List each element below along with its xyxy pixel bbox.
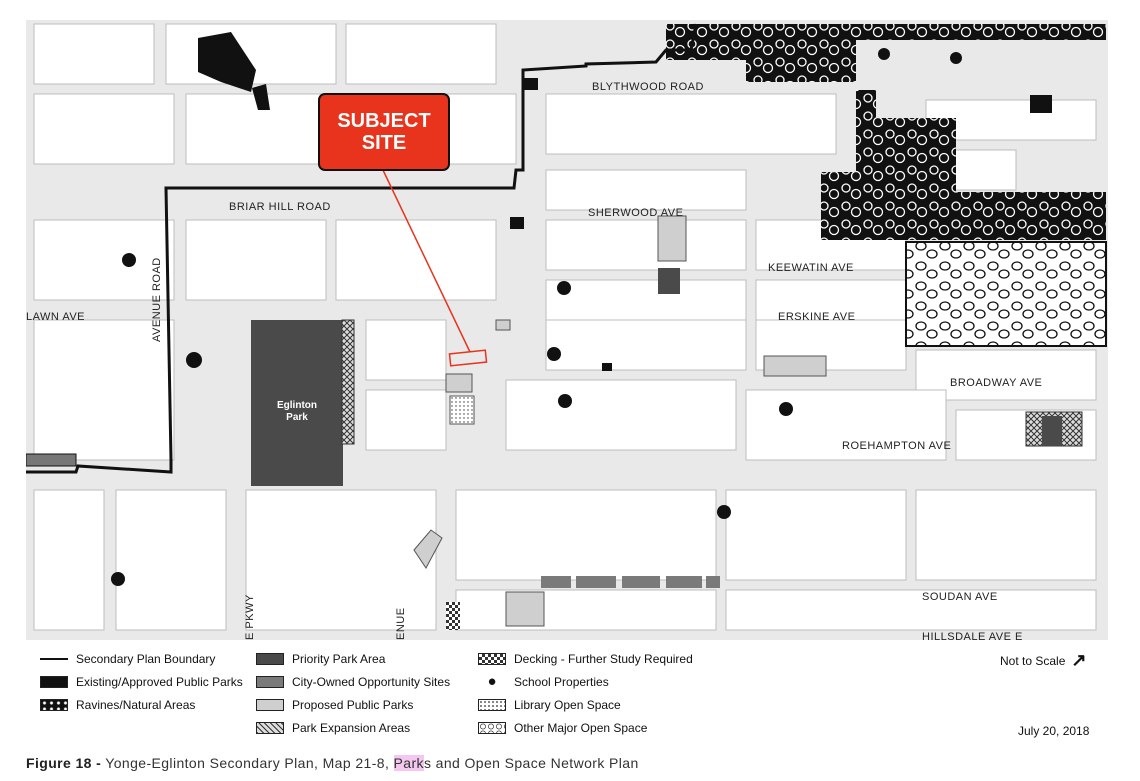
road-label-lawn: LAWN AVE [26,311,85,323]
park-black [522,78,538,90]
road-label-broadway: BROADWAY AVE [950,377,1042,389]
decking-area [446,602,460,630]
eglinton-park-label-2: Park [286,412,308,423]
black-swatch-icon [40,676,68,688]
park-black [602,363,612,371]
road-label-keewatin: KEEWATIN AVE [768,262,854,274]
legend-item: Proposed Public Parks [256,698,413,712]
road-label-sherwood: SHERWOOD AVE [588,207,683,219]
road-label-avenue-road: AVENUE ROAD [151,257,163,342]
north-arrow-icon: ↗ [1071,650,1087,670]
dotted-swatch-icon [478,699,506,711]
ravine-area [821,90,1106,240]
legend-item: Priority Park Area [256,652,385,666]
checker-swatch-icon [478,653,506,665]
proposed-park [495,319,511,331]
legend-item: Park Expansion Areas [256,721,410,735]
proposed-park [657,215,687,262]
legend-item: Library Open Space [478,698,621,712]
school-icons [111,48,962,586]
callout-leader [381,167,471,353]
road-label-pkwy: E PKWY [244,594,256,640]
callout-line-2: SITE [361,132,407,154]
lightgrey-swatch-icon [256,699,284,711]
apple-icon: ● [487,673,497,690]
opportunity-sites [541,576,720,588]
legend-item: Other Major Open Space [478,721,647,735]
midgrey-swatch-icon [256,676,284,688]
road-label-blythwood: BLYTHWOOD ROAD [592,81,704,93]
open-space-area [905,241,1107,347]
legend-item: Ravines/Natural Areas [40,698,195,712]
boundary-line-icon [40,658,68,660]
legend-item: City-Owned Opportunity Sites [256,675,450,689]
park-expansion [341,319,355,445]
library-open-space [449,395,475,425]
bubbles-swatch-icon [478,722,506,734]
legend-item: Decking - Further Study Required [478,652,693,666]
proposed-park [505,591,545,627]
park-black [26,453,77,467]
caption-highlight: Park [393,755,424,771]
caption-text: Yonge-Eglinton Secondary Plan, Map 21-8, [105,755,390,771]
proposed-park [413,529,443,569]
map-area: Eglinton Park BLYTHWOOD ROAD BRIAR HILL … [26,20,1108,640]
darkgrey-swatch-icon [256,653,284,665]
legend-item: Secondary Plan Boundary [40,652,215,666]
ravine-swatch-icon [40,699,68,711]
road-label-soudan: SOUDAN AVE [922,591,998,603]
caption-text-end: s and Open Space Network Plan [423,755,639,771]
road-label-roehampton: ROEHAMPTON AVE [842,440,951,452]
park-black [198,32,256,92]
proposed-park [445,373,473,393]
road-label-enue: ENUE [395,607,407,640]
legend-item: Existing/Approved Public Parks [40,675,243,689]
eglinton-park [251,320,343,486]
priority-park [1042,416,1062,446]
park-black [1030,95,1052,113]
ravine-area-north [666,24,1106,82]
caption-figure: Figure 18 - [26,755,102,771]
subject-site-callout: SUBJECT SITE [318,93,450,171]
secondary-plan-boundary [26,23,698,474]
scale-note: Not to Scale ↗ [1000,650,1087,670]
crosshatch-swatch-icon [256,722,284,734]
legend-item: ● School Properties [478,673,608,690]
eglinton-park-label-1: Eglinton [277,400,317,411]
road-label-hillsdale: HILLSDALE AVE E [922,631,1023,640]
park-black [510,217,524,229]
proposed-park [763,355,827,377]
road-label-briar-hill: BRIAR HILL ROAD [229,201,331,213]
map-legend: Secondary Plan Boundary Existing/Approve… [40,648,1100,740]
callout-line-1: SUBJECT [337,110,431,132]
priority-park [658,268,680,294]
park-black [252,84,270,110]
figure-caption: Figure 18 - Yonge-Eglinton Secondary Pla… [26,755,639,771]
subject-site [448,349,488,367]
map-date: July 20, 2018 [1018,724,1090,738]
road-label-erskine: ERSKINE AVE [778,311,855,323]
